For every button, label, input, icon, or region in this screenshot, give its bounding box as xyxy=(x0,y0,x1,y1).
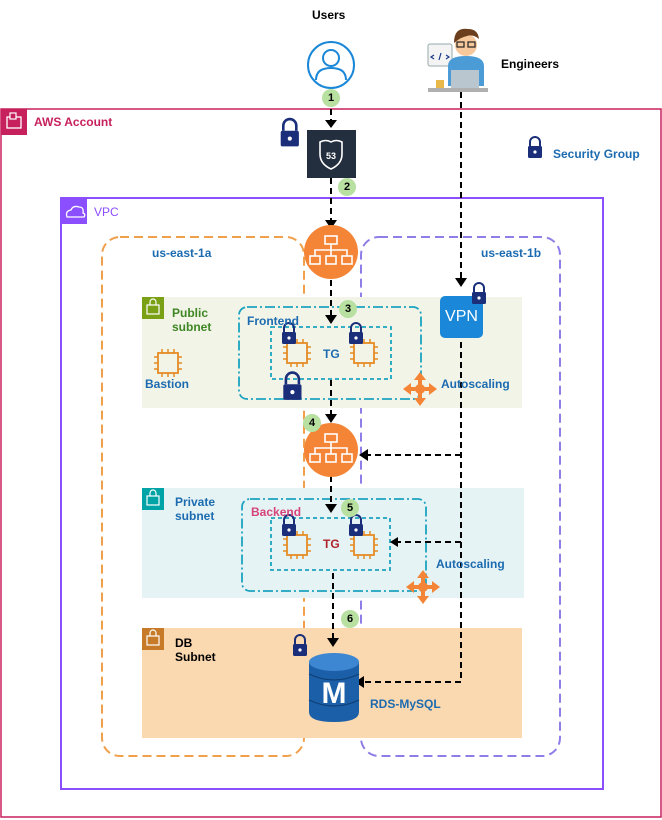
connections xyxy=(330,92,462,683)
step-badge: 6 xyxy=(341,610,359,628)
step-badge: 1 xyxy=(322,89,340,107)
rds-letter: M xyxy=(322,677,347,710)
rds-mysql-icon xyxy=(308,653,360,722)
autoscaling-icon xyxy=(403,372,437,406)
backend-alb-icon xyxy=(304,423,358,477)
frontend-alb-icon xyxy=(304,225,358,279)
step-badge: 2 xyxy=(338,178,356,196)
autoscaling-front-label: Autoscaling xyxy=(441,377,510,391)
frontend-target-group xyxy=(270,326,392,380)
route53-icon: 53 xyxy=(307,130,356,178)
vpn-label: VPN xyxy=(445,308,478,325)
private-subnet-icon xyxy=(142,488,164,510)
frontend-tg-label: TG xyxy=(323,347,340,361)
private-subnet-label: Private subnet xyxy=(175,495,216,523)
vpc-label: VPC xyxy=(94,205,119,219)
backend-target-group xyxy=(270,517,391,571)
users-label: Users xyxy=(312,8,346,22)
db-subnet-label: DB Subnet xyxy=(175,636,216,664)
autoscaling-back-label: Autoscaling xyxy=(436,557,505,571)
backend-security-group xyxy=(241,498,427,592)
backend-tg-label: TG xyxy=(323,537,340,551)
step-badge: 3 xyxy=(339,300,357,318)
users-icon xyxy=(307,41,355,89)
step-badge: 4 xyxy=(303,414,321,432)
engineers-label: Engineers xyxy=(501,57,560,71)
backend-label: Backend xyxy=(251,505,302,519)
az-a-label: us-east-1a xyxy=(152,246,212,260)
frontend-label: Frontend xyxy=(247,314,299,328)
lock-icon xyxy=(528,136,542,158)
rds-label: RDS-MySQL xyxy=(370,697,441,711)
step-badge: 5 xyxy=(341,499,359,517)
db-subnet-icon xyxy=(142,628,164,650)
bastion-label: Bastion xyxy=(145,377,190,391)
frontend-security-group xyxy=(238,306,422,400)
az-b-label: us-east-1b xyxy=(481,246,542,260)
vpn-icon xyxy=(440,296,483,338)
public-subnet-label: Public subnet xyxy=(172,306,212,334)
route53-text: 53 xyxy=(326,151,336,161)
lock-icon xyxy=(471,282,487,305)
aws-account-label: AWS Account xyxy=(34,115,113,129)
security-group-label: Security Group xyxy=(553,147,640,161)
public-subnet-icon xyxy=(142,297,164,319)
lock-icon xyxy=(279,117,301,148)
engineer-icon xyxy=(427,28,488,92)
